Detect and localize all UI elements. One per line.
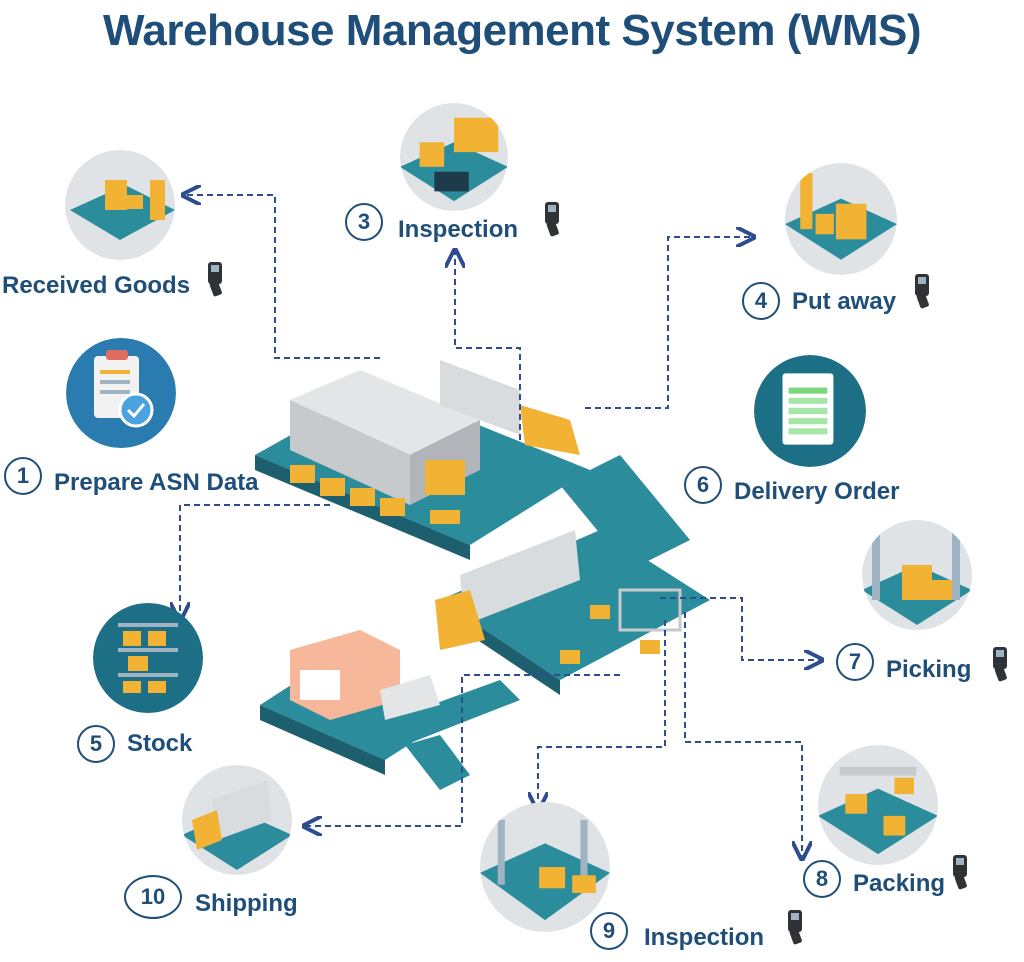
- step-label: Received Goods: [2, 272, 191, 299]
- packing-scene-icon: [818, 745, 938, 865]
- step-number: 3: [345, 203, 383, 241]
- flow-lines: [180, 195, 820, 857]
- step-label: Delivery Order: [734, 478, 900, 505]
- step-number: 1: [4, 457, 42, 495]
- shelving-icon: [93, 603, 203, 713]
- handheld-scanner-icon: [915, 274, 929, 309]
- handheld-scanner-icon: [993, 647, 1007, 682]
- step-label: Put away: [792, 288, 897, 315]
- warehouse-scene: [255, 360, 710, 790]
- handheld-scanner-icon: [545, 202, 559, 237]
- forklift-shelf-icon: [785, 163, 897, 275]
- step-label: Picking: [886, 656, 972, 683]
- clipboard-check-icon: [66, 338, 176, 448]
- delivery-truck-icon: [182, 765, 292, 875]
- handheld-scanner-icon: [953, 855, 967, 890]
- forklift-icon: [65, 150, 175, 260]
- step-number: 8: [803, 860, 841, 898]
- handheld-scanner-icon: [208, 262, 222, 297]
- step-label: Inspection: [644, 924, 765, 951]
- step-label: Shipping: [195, 890, 298, 917]
- step-number: 7: [836, 643, 874, 681]
- picking-scene-icon: [862, 520, 972, 630]
- step-number: 4: [742, 282, 780, 320]
- step-number: 10: [124, 875, 182, 919]
- diagram-title: Warehouse Management System (WMS): [102, 6, 922, 55]
- step-number: 9: [590, 912, 628, 950]
- inspection-scene-icon: [480, 802, 610, 932]
- inspection-scene-icon: [400, 103, 508, 211]
- step-number: 5: [77, 725, 115, 763]
- step-number: 6: [684, 466, 722, 504]
- step-label: Prepare ASN Data: [54, 469, 259, 496]
- handheld-scanner-icon: [788, 910, 802, 945]
- spreadsheet-icon: [754, 355, 866, 467]
- step-label: Packing: [853, 870, 946, 897]
- step-label: Inspection: [398, 216, 519, 243]
- step-label: Stock: [127, 730, 193, 757]
